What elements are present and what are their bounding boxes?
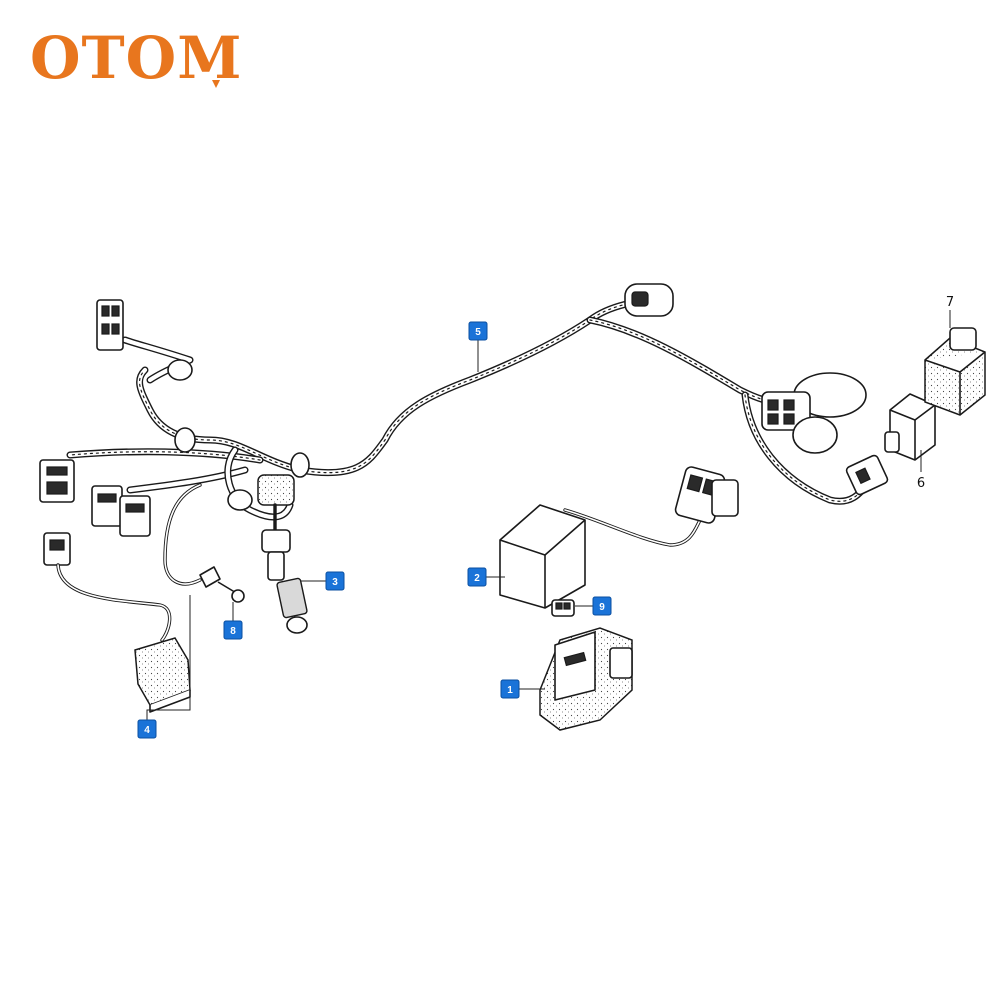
part-8-bolt (199, 566, 245, 603)
callout-1-label: 1 (507, 685, 513, 696)
logo-mark-tick (212, 80, 220, 88)
callout-4-label: 4 (144, 725, 150, 736)
callout-6: 6 (917, 476, 925, 491)
logo-text: OTOM (30, 24, 242, 92)
callout-1: 1 (500, 679, 520, 699)
callout-3-label: 3 (332, 577, 338, 588)
harness-connector-top-left (96, 299, 124, 351)
callout-9-label: 9 (599, 602, 605, 613)
callout-4: 4 (137, 719, 157, 739)
leader-lines (146, 310, 951, 720)
callout-8: 8 (223, 620, 243, 640)
callout-2-label: 2 (474, 573, 480, 584)
part-3-sensor (257, 474, 308, 634)
brand-logo: OTOM (29, 23, 243, 94)
callout-8-label: 8 (230, 626, 236, 637)
part-2-cdi-unit (499, 466, 739, 609)
harness-grommets (167, 359, 310, 511)
part-7-relay (924, 327, 986, 416)
part-1-module (539, 627, 633, 731)
callout-5: 5 (468, 321, 488, 341)
part-4-regulator (43, 532, 191, 713)
harness-end-connector (845, 454, 889, 496)
harness-connector-right-cluster (761, 372, 867, 454)
callout-3: 3 (325, 571, 345, 591)
callout-2: 2 (467, 567, 487, 587)
part-9-connector (551, 599, 575, 617)
harness-clamp-top (624, 283, 674, 317)
harness-connector-left (39, 459, 75, 503)
callout-7: 7 (946, 295, 954, 310)
callout-9: 9 (592, 596, 612, 616)
harness-connector-double (91, 485, 151, 537)
callout-5-label: 5 (475, 327, 481, 338)
part-6-relay (884, 393, 936, 461)
